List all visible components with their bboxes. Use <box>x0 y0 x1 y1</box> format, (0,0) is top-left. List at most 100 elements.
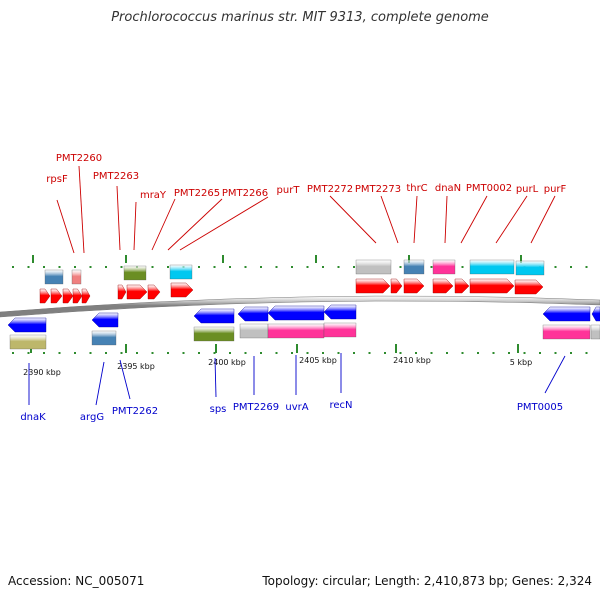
reverse-gene-label[interactable]: dnaK <box>20 412 46 423</box>
forward-gene-label[interactable]: thrC <box>406 183 427 194</box>
tick-dot <box>585 352 588 354</box>
feature-box[interactable] <box>71 269 82 285</box>
forward-gene-label[interactable]: PMT0002 <box>466 183 512 194</box>
forward-label-leader <box>444 195 448 244</box>
tick-dot <box>58 352 61 354</box>
tick-dot <box>167 266 169 268</box>
reverse-gene-arrow[interactable] <box>7 317 47 333</box>
forward-gene-arrow[interactable] <box>170 282 194 298</box>
major-tick <box>222 255 224 263</box>
feature-box[interactable] <box>91 330 117 346</box>
tick-dot <box>384 352 386 354</box>
feature-box[interactable] <box>267 323 325 339</box>
feature-box[interactable] <box>542 324 591 340</box>
forward-gene-arrow[interactable] <box>39 288 51 304</box>
forward-gene-label[interactable]: PMT2260 <box>56 153 102 164</box>
feature-box[interactable] <box>123 265 147 281</box>
reverse-gene-label[interactable]: sps <box>210 404 227 415</box>
reverse-label-leader <box>95 361 105 406</box>
feature-box[interactable] <box>193 326 235 342</box>
forward-label-leader <box>460 195 488 244</box>
reverse-label-leader <box>214 357 217 398</box>
tick-dot <box>105 352 107 354</box>
reverse-gene-arrow[interactable] <box>267 305 325 321</box>
forward-gene-label[interactable]: purT <box>277 185 301 196</box>
forward-gene-arrow[interactable] <box>454 278 470 294</box>
forward-gene-label[interactable]: PMT2265 <box>174 188 220 199</box>
forward-label-leader <box>56 199 75 254</box>
tick-dot <box>43 266 45 268</box>
forward-gene-label[interactable]: mraY <box>140 190 167 201</box>
tick-dot <box>244 352 247 354</box>
forward-gene-arrow[interactable] <box>50 288 63 304</box>
genome-backbone <box>0 295 600 318</box>
feature-box[interactable] <box>469 259 515 275</box>
feature-box[interactable] <box>403 259 425 275</box>
feature-box[interactable] <box>515 260 545 276</box>
forward-label-leader <box>495 195 528 244</box>
feature-box[interactable] <box>432 259 456 275</box>
feature-box[interactable] <box>323 322 357 338</box>
forward-gene-arrow[interactable] <box>514 279 544 295</box>
feature-box[interactable] <box>590 324 600 340</box>
reverse-gene-label[interactable]: PMT2262 <box>112 406 158 417</box>
forward-gene-label[interactable]: PMT2263 <box>93 171 139 182</box>
forward-gene-arrow[interactable] <box>147 284 161 300</box>
reverse-gene-label[interactable]: recN <box>329 400 352 411</box>
tick-dot <box>120 266 123 268</box>
tick-dot <box>585 266 588 268</box>
reverse-gene-arrow[interactable] <box>91 312 119 328</box>
reverse-gene-arrow[interactable] <box>237 306 269 322</box>
forward-label-leader <box>329 195 377 244</box>
forward-gene-label[interactable]: PMT2266 <box>222 188 268 199</box>
forward-gene-label[interactable]: rpsF <box>46 174 68 185</box>
tick-dot <box>477 352 479 354</box>
tick-dot <box>492 352 495 354</box>
feature-box[interactable] <box>239 323 269 339</box>
tick-dot <box>322 352 324 354</box>
forward-gene-arrow[interactable] <box>72 288 83 304</box>
tick-dot <box>446 352 448 354</box>
tick-dot <box>461 266 464 268</box>
reverse-gene-arrow[interactable] <box>323 304 357 320</box>
forward-label-leader <box>380 195 399 244</box>
feature-box[interactable] <box>169 264 193 280</box>
forward-label-leader <box>167 198 223 251</box>
tick-dot <box>554 352 557 354</box>
reverse-gene-label[interactable]: uvrA <box>285 402 308 413</box>
tick-dot <box>353 352 355 354</box>
forward-gene-arrow[interactable] <box>126 284 148 300</box>
tick-dot <box>570 266 572 268</box>
tick-dot <box>167 352 169 354</box>
tick-dot <box>306 352 309 354</box>
reverse-gene-arrow[interactable] <box>542 306 591 322</box>
feature-box[interactable] <box>355 259 392 275</box>
feature-box[interactable] <box>44 269 64 285</box>
forward-gene-label[interactable]: dnaN <box>435 183 461 194</box>
forward-gene-arrow[interactable] <box>403 278 425 294</box>
forward-gene-arrow[interactable] <box>432 278 454 294</box>
reverse-gene-arrow[interactable] <box>193 308 235 324</box>
forward-gene-arrow[interactable] <box>81 288 91 304</box>
forward-gene-arrow[interactable] <box>117 284 127 300</box>
reverse-gene-label[interactable]: argG <box>80 412 104 423</box>
tick-dot <box>430 352 433 354</box>
forward-gene-label[interactable]: purF <box>544 184 567 195</box>
forward-gene-arrow[interactable] <box>469 278 515 294</box>
tick-dot <box>368 352 371 354</box>
forward-gene-label[interactable]: PMT2272 <box>307 184 353 195</box>
tick-dot <box>198 266 200 268</box>
forward-gene-label[interactable]: purL <box>516 184 539 195</box>
tick-dot <box>229 266 231 268</box>
reverse-gene-arrow[interactable] <box>591 306 600 322</box>
forward-gene-arrow[interactable] <box>390 278 403 294</box>
reverse-gene-label[interactable]: PMT2269 <box>233 402 279 413</box>
reverse-gene-label[interactable]: PMT0005 <box>517 402 563 413</box>
forward-gene-arrow[interactable] <box>62 288 74 304</box>
feature-box[interactable] <box>9 334 47 350</box>
forward-gene-label[interactable]: PMT2273 <box>355 184 401 195</box>
forward-gene-arrow[interactable] <box>355 278 391 294</box>
forward-label-leader <box>78 165 85 254</box>
tick-dot <box>399 352 402 354</box>
